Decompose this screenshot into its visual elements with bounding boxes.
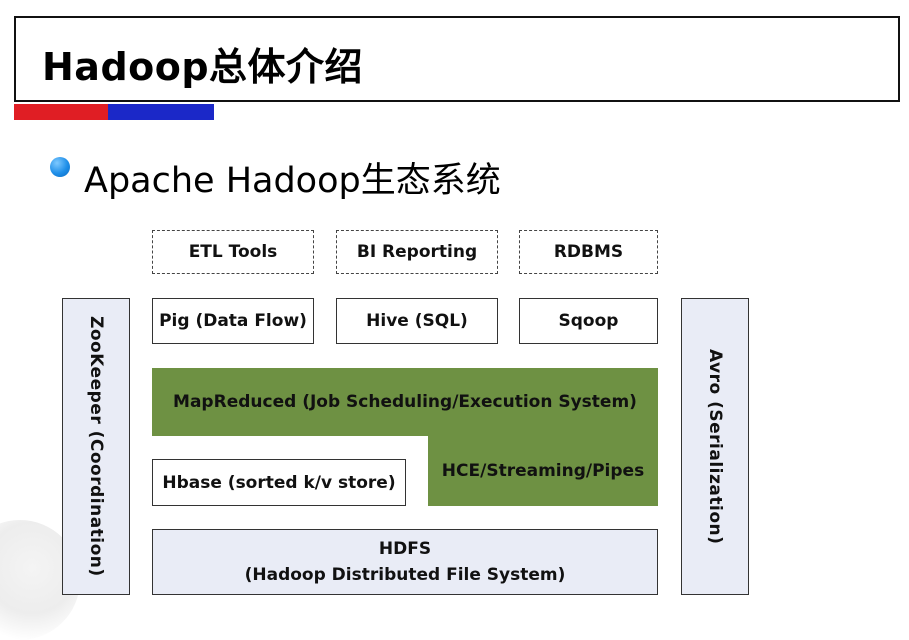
sqoop-box: Sqoop [519,298,658,344]
hce-streaming-box: HCE/Streaming/Pipes [428,436,658,506]
hive-box: Hive (SQL) [336,298,498,344]
zookeeper-box: ZooKeeper (Coordination) [62,298,130,595]
avro-box: Avro (Serialization) [681,298,749,595]
title-box: Hadoop总体介绍 [14,16,900,102]
hdfs-box: HDFS (Hadoop Distributed File System) [152,529,658,595]
title-accent-blue [108,104,214,120]
mapreduce-box: MapReduced (Job Scheduling/Execution Sys… [152,368,658,436]
hdfs-subtitle: (Hadoop Distributed File System) [244,565,566,585]
page-title: Hadoop总体介绍 [42,45,364,89]
rdbms-box: RDBMS [519,230,658,274]
bi-reporting-box: BI Reporting [336,230,498,274]
title-accent-red [14,104,108,120]
hbase-box: Hbase (sorted k/v store) [152,459,406,506]
etl-tools-box: ETL Tools [152,230,314,274]
bullet-icon [50,157,70,177]
hdfs-title: HDFS [378,539,432,559]
section-heading: Apache Hadoop生态系统 [84,161,501,201]
pig-box: Pig (Data Flow) [152,298,314,344]
